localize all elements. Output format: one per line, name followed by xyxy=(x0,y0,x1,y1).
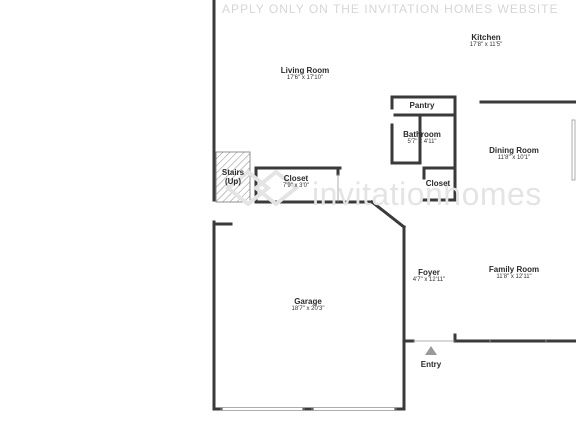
room-closet-right: Closet xyxy=(426,179,450,188)
room-name: Closet xyxy=(425,179,451,188)
room-name: Garage xyxy=(294,297,322,306)
entry-label: Entry xyxy=(420,360,442,369)
window-garage-bottom xyxy=(220,407,305,411)
room-dims: 11'8" x 12'11" xyxy=(496,274,532,281)
room-kitchen: Kitchen 17'8" x 11'5" xyxy=(470,33,502,49)
wall-garage-diagonal xyxy=(369,199,407,230)
room-name: Closet xyxy=(283,174,309,183)
room-living-room: Living Room 17'6" x 17'10" xyxy=(281,66,329,82)
room-foyer: Foyer 4'7" x 12'11" xyxy=(413,268,445,284)
window-garage-bottom-2 xyxy=(311,407,397,411)
room-dims: 11'8" x 10'1" xyxy=(497,155,531,162)
window-dining-room xyxy=(571,119,576,181)
room-name: Pantry xyxy=(409,101,435,110)
watermark-top-text: APPLY ONLY ON THE INVITATION HOMES WEBSI… xyxy=(222,2,559,16)
room-bathroom: Bathroom 5'7" x 4'11" xyxy=(403,130,441,146)
room-name: Living Room xyxy=(280,66,330,75)
room-dims: 5'7" x 4'11" xyxy=(407,139,437,146)
room-pantry: Pantry xyxy=(410,101,435,110)
room-stairs: Stairs (Up) xyxy=(222,168,244,186)
room-name: Foyer xyxy=(418,268,440,277)
room-dims: 18'7" x 20'3" xyxy=(291,306,325,313)
room-name: Dining Room xyxy=(489,146,539,155)
room-garage: Garage 18'7" x 20'3" xyxy=(292,297,325,313)
room-dining-room: Dining Room 11'8" x 10'1" xyxy=(489,146,539,162)
room-dims: 17'6" x 17'10" xyxy=(286,75,324,82)
room-note: (Up) xyxy=(224,177,241,187)
room-closet-left: Closet 7'9" x 3'0" xyxy=(283,174,309,190)
room-name: Bathroom xyxy=(403,130,441,139)
room-name: Stairs xyxy=(221,168,245,177)
entry-arrow-icon xyxy=(425,346,437,355)
window-family-room xyxy=(489,339,547,343)
room-name: Family Room xyxy=(488,265,540,274)
room-family-room: Family Room 11'8" x 12'11" xyxy=(489,265,539,281)
invitation-homes-logo-icon xyxy=(224,169,300,207)
room-name: Kitchen xyxy=(471,33,501,42)
room-dims: 4'7" x 12'11" xyxy=(412,277,446,284)
watermark-logo-text: invitationhomes xyxy=(312,176,542,212)
room-dims: 7'9" x 3'0" xyxy=(282,183,310,190)
room-dims: 17'8" x 11'5" xyxy=(469,42,503,49)
